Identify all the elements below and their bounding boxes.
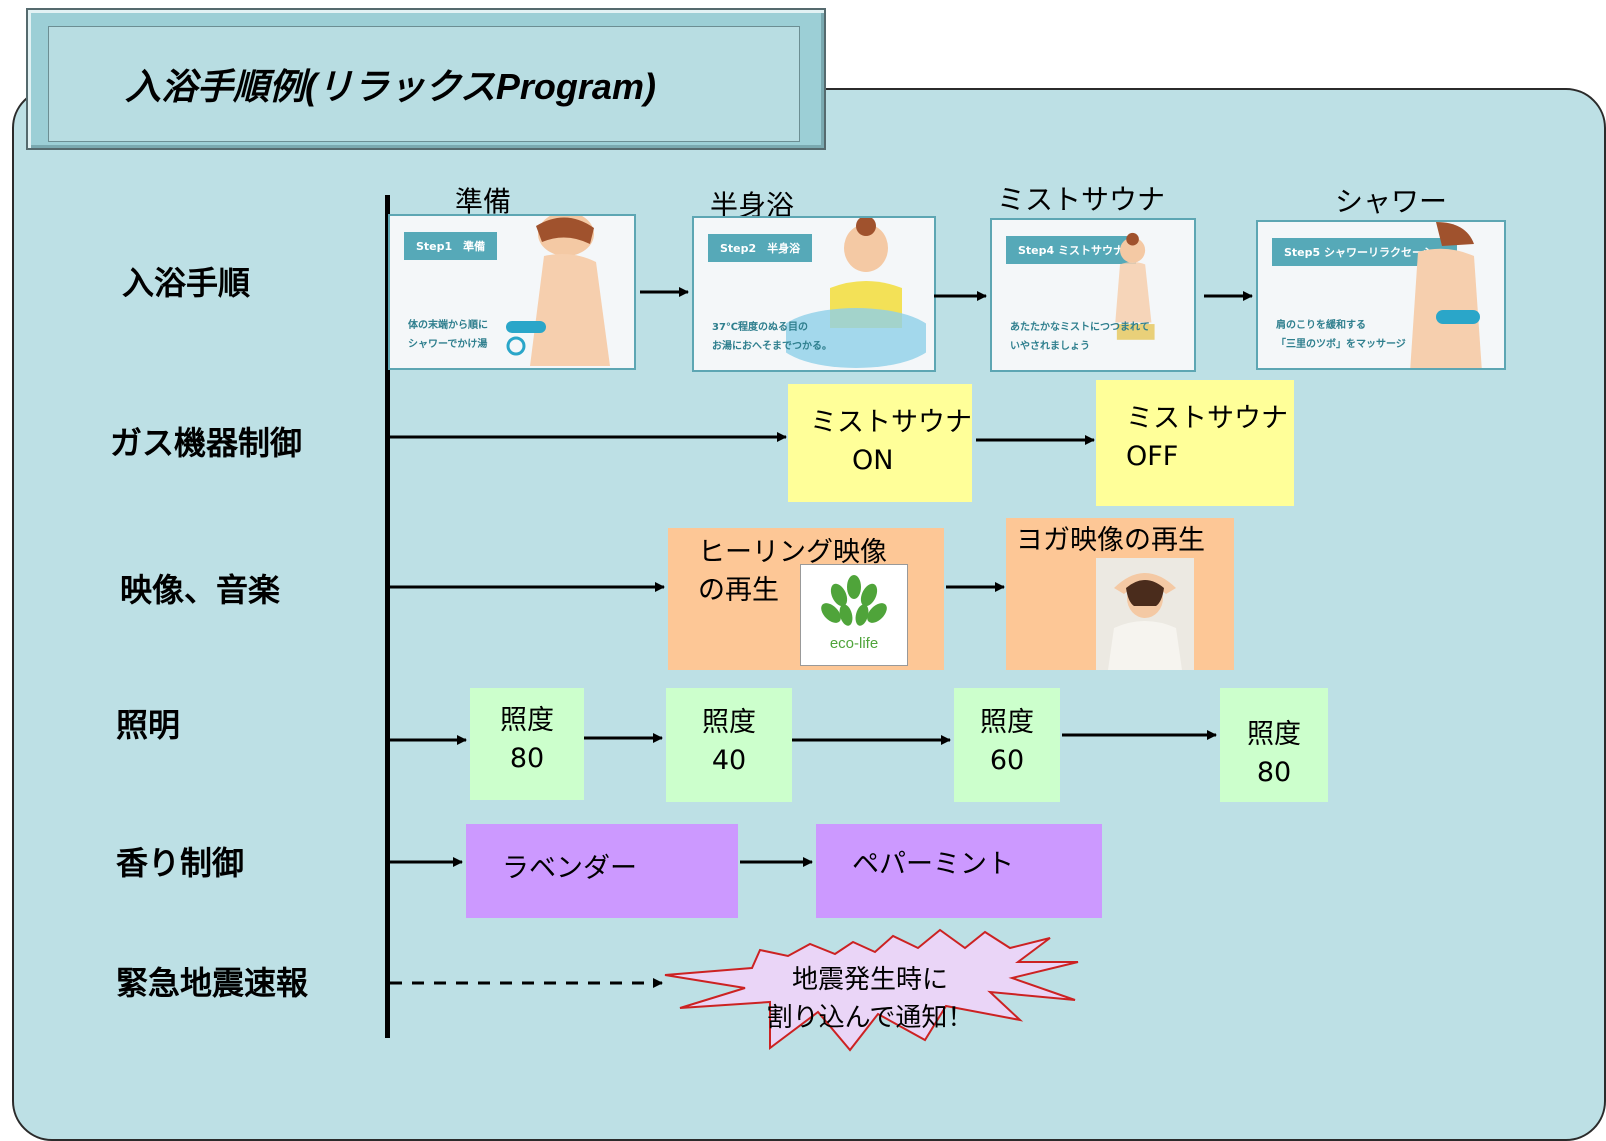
step-label-shower: シャワー [1335,185,1448,218]
yoga-person-image [1096,558,1194,670]
gas-mist-sauna-off-box: ミストサウナ OFF [1096,380,1294,506]
row-label-earthquake-alert: 緊急地震速報 [116,964,309,1002]
earthquake-alert-text: 地震発生時に 割り込んで通知！ [740,962,1000,1037]
alert-line1: 地震発生時に [791,965,948,995]
page-title: 入浴手順例(リラックスProgram) [125,66,656,107]
healing-video-line1: ヒーリング映像 [698,537,887,568]
gas-on-line1: ミストサウナ [810,407,972,438]
lighting-value: 80 [1256,756,1292,788]
lighting-box-3: 照度 60 [954,688,1060,802]
lighting-value: 60 [989,744,1025,776]
title-inner [48,26,800,142]
step-caption: 体の末端から順にシャワーでかけ湯 [408,320,488,350]
woman-shower-illustration [506,216,610,366]
lighting-value: 40 [711,744,747,776]
row-label-gas-control: ガス機器制御 [110,424,303,462]
lighting-label: 照度 [500,705,554,736]
eco-life-thumbnail: eco-life [800,564,908,666]
step-caption: 肩のこりを緩和する「三里のツボ」をマッサージ [1276,320,1406,350]
step-label-mist-sauna: ミストサウナ [997,183,1166,216]
woman-shower-illustration [1410,222,1482,368]
lighting-label: 照度 [1247,719,1301,750]
healing-video-line2: の再生 [698,574,779,606]
lighting-box-2: 照度 40 [666,688,792,802]
step-caption: 37℃程度のぬる目のお湯におへそまでつかる。 [712,322,832,352]
row-label-aroma-control: 香り制御 [116,844,245,882]
alert-line2: 割り込んで通知！ [766,1002,974,1033]
step-label-prep: 準備 [455,185,512,218]
lighting-box-4: 照度 80 [1220,688,1328,802]
step-image-mist-sauna: Step4 ミストサウナ あたたかなミストにつつまれていやされましょう [990,218,1196,372]
lighting-label: 照度 [980,707,1034,738]
step-image-prep: Step1 準備 体の末端から順にシャワーでかけ湯 [388,214,636,370]
step-tag: Step2 半身浴 [708,234,813,262]
step-image-half-bath: Step2 半身浴 37℃程度のぬる目のお湯におへそまでつかる。 [692,216,936,372]
step-caption: あたたかなミストにつつまれていやされましょう [1010,322,1150,352]
woman-bath-illustration [786,218,926,368]
aroma-lavender-box: ラベンダー [466,824,738,918]
step-tag: Step4 ミストサウナ [1006,236,1136,264]
step-image-shower: Step5 シャワーリラクセーショ 肩のこりを緩和する「三里のツボ」をマッサージ [1256,220,1506,370]
gas-on-line2: ON [852,444,894,476]
leaf-logo-icon [821,575,887,626]
lighting-box-1: 照度 80 [470,688,584,800]
row-label-bathing-steps: 入浴手順 [122,264,251,302]
aroma-peppermint-box: ペパーミント [816,824,1102,918]
aroma-lavender-label: ラベンダー [502,853,637,884]
yoga-thumbnail [1096,558,1194,670]
gas-off-line1: ミストサウナ [1126,403,1288,434]
gas-mist-sauna-on-box: ミストサウナ ON [788,384,972,502]
lighting-label: 照度 [702,707,756,738]
timeline-axis [385,195,390,1038]
step-tag: Step1 準備 [404,232,498,260]
aroma-peppermint-label: ペパーミント [852,849,1014,880]
gas-off-line2: OFF [1126,440,1179,472]
lighting-value: 80 [509,742,545,774]
yoga-video-label: ヨガ映像の再生 [1016,525,1205,556]
row-label-video-music: 映像、音楽 [120,571,281,609]
row-label-lighting: 照明 [116,706,181,744]
eco-life-logo-text: eco-life [829,635,879,652]
earthquake-alert-burst [664,928,1079,1052]
woman-sauna-illustration [1115,232,1155,340]
